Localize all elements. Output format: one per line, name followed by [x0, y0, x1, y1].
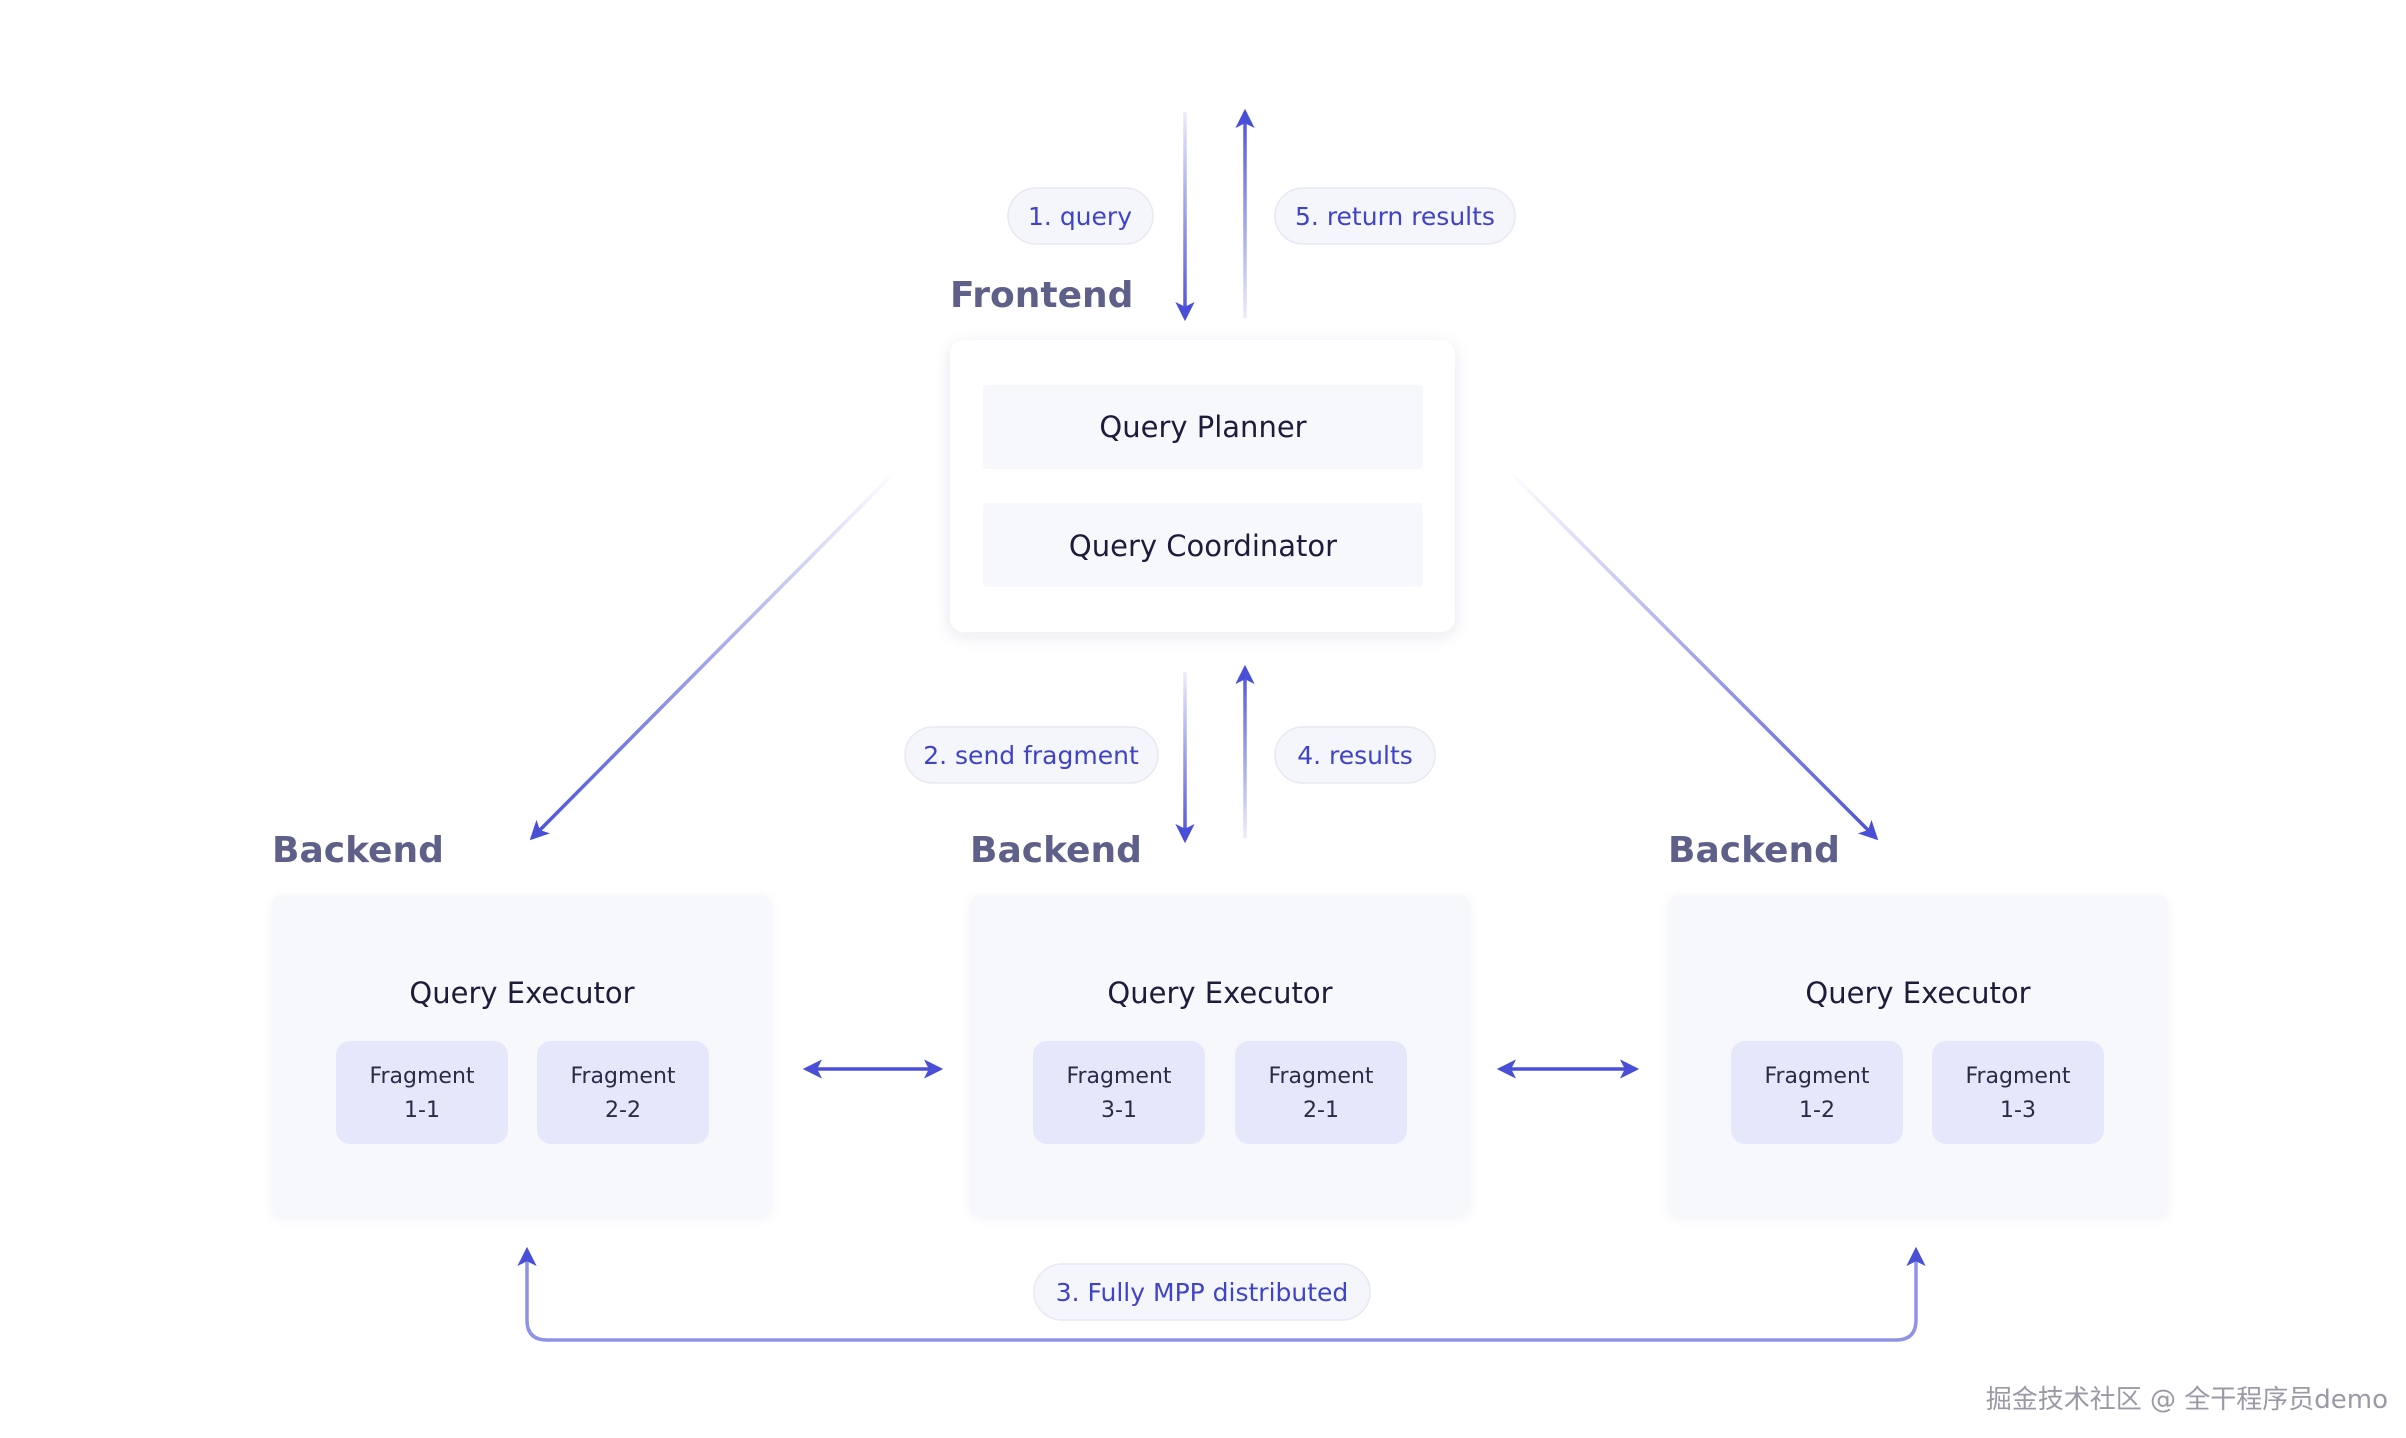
fragment-2-2-id: 2-2: [605, 1098, 641, 1123]
frontend-to-left-backend-arrow: [529, 470, 897, 841]
fragment-1-2-id: 1-2: [1799, 1098, 1835, 1123]
query-step-pill: 1. query: [1007, 187, 1154, 245]
query-planner-label: Query Planner: [1099, 410, 1306, 444]
fragment-2-2: Fragment 2-2: [537, 1041, 709, 1144]
backend-left-panel: Query Executor Fragment 1-1 Fragment 2-2: [272, 895, 772, 1217]
fragment-1-2: Fragment 1-2: [1731, 1041, 1903, 1144]
fragment-3-1-label: Fragment: [1066, 1064, 1171, 1089]
results-step-pill: 4. results: [1274, 726, 1436, 784]
query-coordinator-label: Query Coordinator: [1069, 529, 1337, 563]
results-step-label: 4. results: [1297, 741, 1413, 770]
fragment-2-1-label: Fragment: [1268, 1064, 1373, 1089]
query-coordinator-box: Query Coordinator: [983, 503, 1423, 587]
frontend-panel: Query Planner Query Coordinator: [950, 340, 1455, 632]
fragment-1-1-label: Fragment: [369, 1064, 474, 1089]
fragment-3-1: Fragment 3-1: [1033, 1041, 1205, 1144]
fragment-1-3-label: Fragment: [1965, 1064, 2070, 1089]
frontend-title: Frontend: [950, 275, 1133, 316]
distributed-step-pill: 3. Fully MPP distributed: [1033, 1263, 1371, 1321]
query-planner-box: Query Planner: [983, 385, 1423, 469]
backend-right-executor-label: Query Executor: [1805, 976, 2030, 1010]
return-results-step-label: 5. return results: [1295, 202, 1495, 231]
fragment-2-2-label: Fragment: [570, 1064, 675, 1089]
backend-middle-title: Backend: [970, 830, 1142, 871]
backend-middle-executor-label: Query Executor: [1107, 976, 1332, 1010]
fragment-1-3-id: 1-3: [2000, 1098, 2036, 1123]
fragment-2-1: Fragment 2-1: [1235, 1041, 1407, 1144]
fragment-1-3: Fragment 1-3: [1932, 1041, 2104, 1144]
frontend-to-right-backend-arrow: [1508, 470, 1879, 841]
query-step-label: 1. query: [1028, 202, 1132, 231]
backend-right-title: Backend: [1668, 830, 1840, 871]
backend-left-executor-label: Query Executor: [409, 976, 634, 1010]
backend-middle-panel: Query Executor Fragment 3-1 Fragment 2-1: [970, 895, 1470, 1217]
fragment-2-1-id: 2-1: [1303, 1098, 1339, 1123]
fragment-1-1: Fragment 1-1: [336, 1041, 508, 1144]
send-fragment-step-label: 2. send fragment: [923, 741, 1139, 770]
fragment-1-2-label: Fragment: [1764, 1064, 1869, 1089]
backend-right-panel: Query Executor Fragment 1-2 Fragment 1-3: [1668, 895, 2168, 1217]
watermark: 掘金技术社区 @ 全干程序员demo: [1986, 1385, 2388, 1415]
distributed-connector-arrow: [517, 1246, 1926, 1342]
return-results-step-pill: 5. return results: [1274, 187, 1516, 245]
fragment-3-1-id: 3-1: [1101, 1098, 1137, 1123]
distributed-step-label: 3. Fully MPP distributed: [1056, 1278, 1349, 1307]
backend-left-title: Backend: [272, 830, 444, 871]
send-fragment-step-pill: 2. send fragment: [904, 726, 1159, 784]
fragment-1-1-id: 1-1: [404, 1098, 440, 1123]
